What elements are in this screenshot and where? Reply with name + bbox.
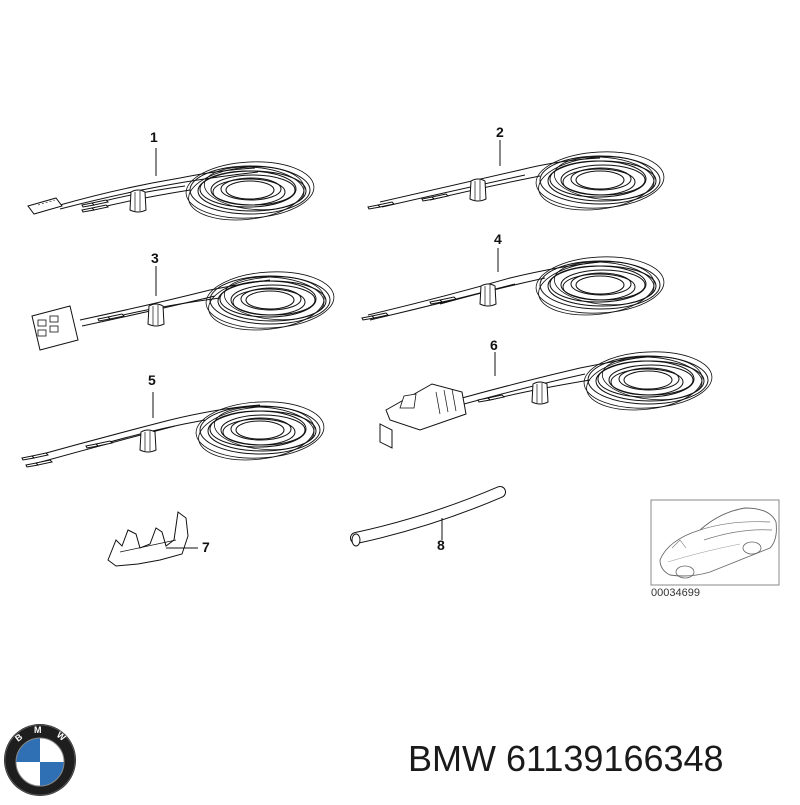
car-locator-inset: 00034699 bbox=[650, 499, 780, 599]
callout-2: 2 bbox=[496, 124, 504, 140]
svg-text:M: M bbox=[34, 725, 42, 735]
diagram-code: 00034699 bbox=[651, 587, 700, 599]
callout-4: 4 bbox=[494, 231, 502, 247]
wiring-harness-part-1 bbox=[27, 148, 316, 226]
wiring-harness-part-6 bbox=[379, 348, 714, 449]
callout-3: 3 bbox=[151, 250, 159, 266]
callout-1: 1 bbox=[150, 129, 158, 145]
bmw-logo: B M W bbox=[4, 724, 76, 796]
sleeve-part-8 bbox=[350, 486, 506, 547]
wiring-harness-part-5 bbox=[21, 392, 326, 468]
wiring-harness-part-3 bbox=[31, 266, 336, 351]
terminal-part-7 bbox=[107, 511, 198, 567]
callout-5: 5 bbox=[148, 372, 156, 388]
part-number: 61139166348 bbox=[506, 738, 724, 779]
callout-8: 8 bbox=[437, 537, 445, 553]
brand-name: BMW bbox=[408, 738, 496, 779]
brand-part-number-label: BMW 61139166348 bbox=[408, 738, 724, 780]
wiring-harness-part-2 bbox=[367, 140, 666, 216]
callout-6: 6 bbox=[490, 337, 498, 353]
callout-7: 7 bbox=[202, 539, 210, 555]
wiring-harness-part-4 bbox=[361, 248, 666, 321]
svg-text:B: B bbox=[13, 731, 25, 743]
